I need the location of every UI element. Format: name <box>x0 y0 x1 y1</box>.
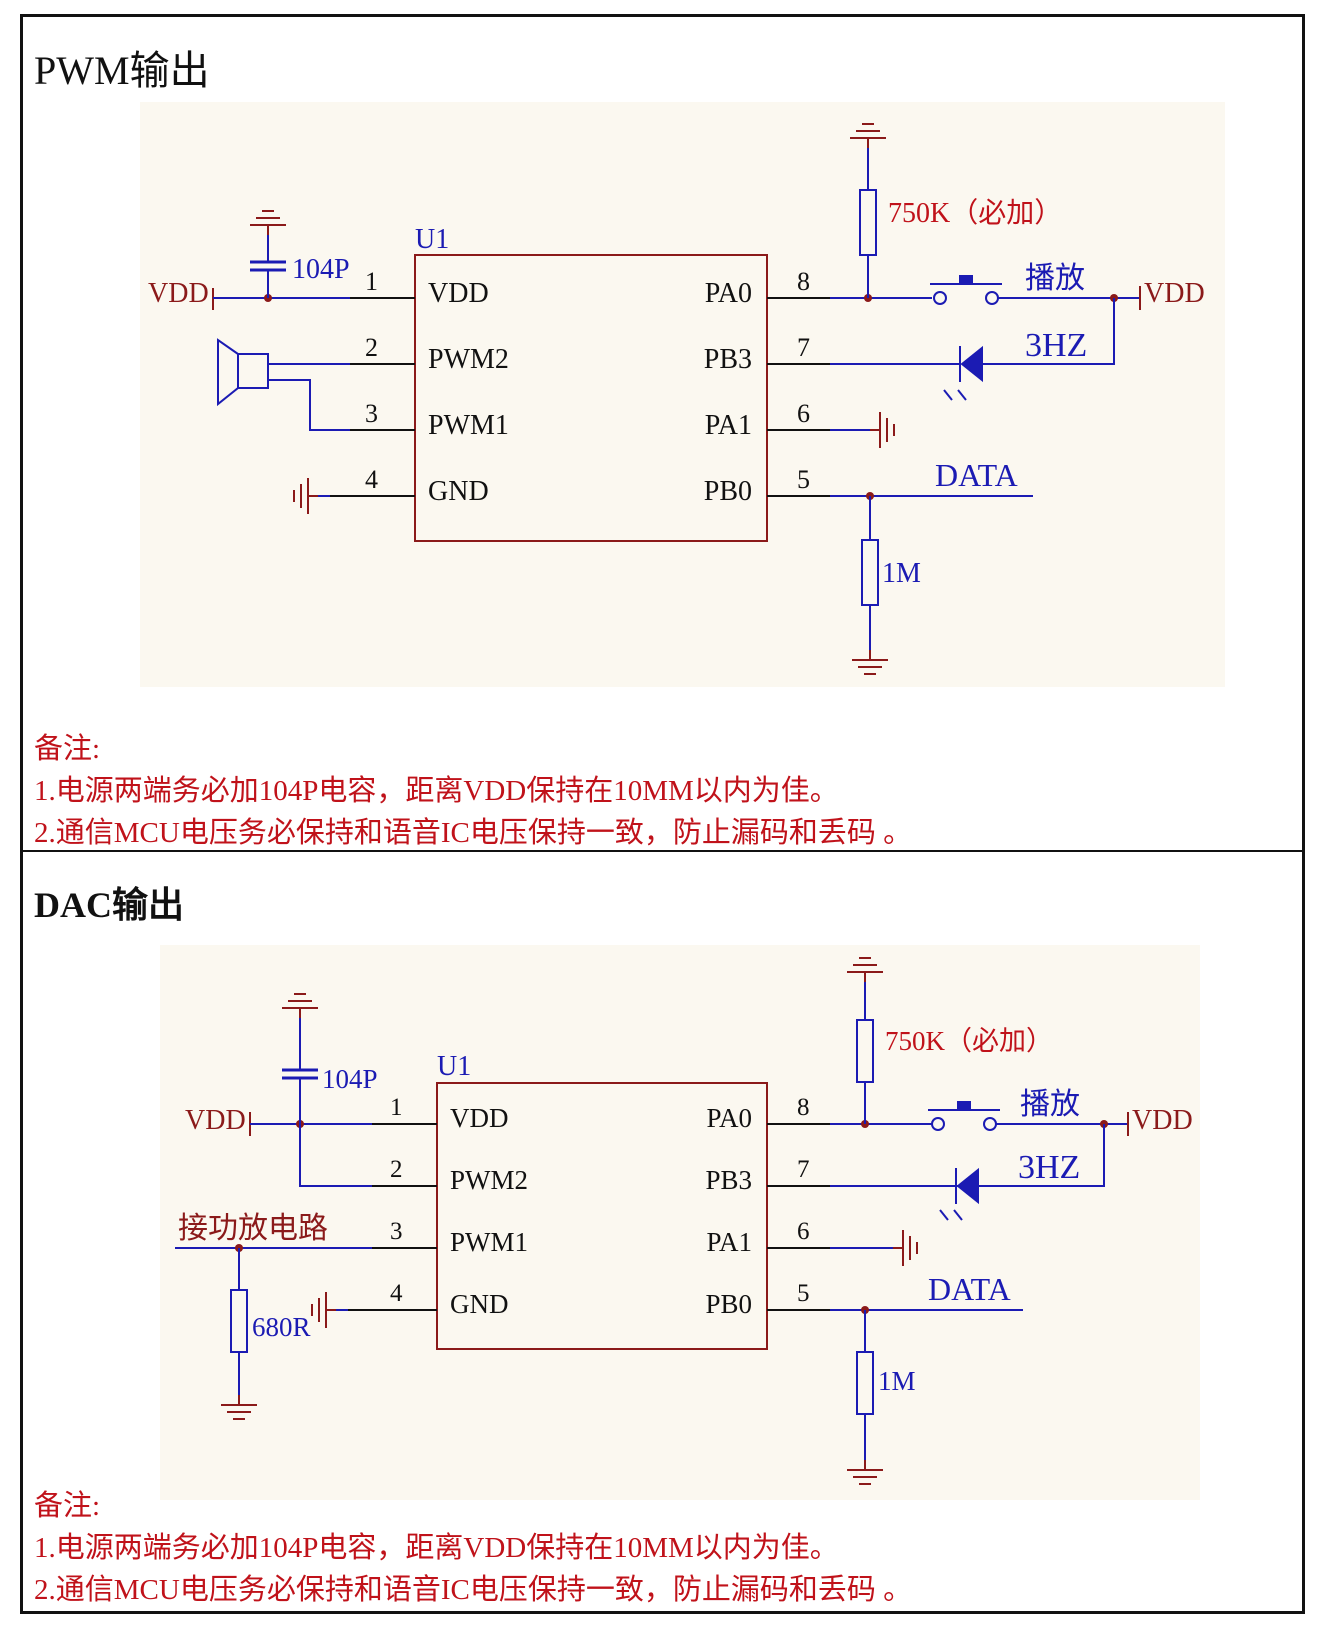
schematic-panel <box>160 945 1200 1500</box>
pwm-schematic: U1 VDD PWM2 PWM1 GND 1 2 3 4 PA0 PB3 PA1… <box>140 102 1225 687</box>
r-amp-label: 680R <box>252 1312 311 1342</box>
r-data-label: 1M <box>878 1366 916 1396</box>
outer-frame <box>20 14 1305 1614</box>
pin-name: GND <box>428 476 489 507</box>
data-label: DATA <box>928 1271 1011 1307</box>
chip-ref: U1 <box>415 224 449 255</box>
pin-name: VDD <box>428 278 489 309</box>
note-line: 2.通信MCU电压务必保持和语音IC电压保持一致，防止漏码和丢码 。 <box>34 1574 913 1606</box>
pin-number: 3 <box>365 399 378 428</box>
pin-number: 4 <box>390 1280 403 1307</box>
pin-number: 6 <box>797 399 810 428</box>
led-label: 3HZ <box>1025 327 1087 364</box>
pin-number: 7 <box>797 333 810 362</box>
vdd-label: VDD <box>1144 278 1205 309</box>
pin-number: 8 <box>797 1094 810 1121</box>
switch-label: 播放 <box>1020 1088 1080 1121</box>
note-line: 1.电源两端务必加104P电容，距离VDD保持在10MM以内为佳。 <box>34 1532 839 1564</box>
pin-name: PA1 <box>705 410 752 441</box>
dac-schematic: U1 VDD PWM2 PWM1 GND 1 2 3 4 PA0 PB3 PA1… <box>160 945 1200 1500</box>
pin-name: PB0 <box>705 1289 752 1319</box>
pin-number: 3 <box>390 1218 403 1245</box>
speaker-icon <box>217 338 350 431</box>
r-data-label: 1M <box>882 558 921 589</box>
note-heading: 备注: <box>34 1490 101 1522</box>
cap-label: 104P <box>322 1064 378 1094</box>
vdd-label: VDD <box>148 278 209 309</box>
schematic-panel <box>140 102 1225 687</box>
note-line: 2.通信MCU电压务必保持和语音IC电压保持一致，防止漏码和丢码 。 <box>34 817 913 849</box>
chip-u1 <box>414 254 768 542</box>
dac-section-title: DAC输出 <box>34 885 184 925</box>
note-heading: 备注: <box>34 733 101 765</box>
pin-number: 4 <box>365 465 378 494</box>
pushbutton-switch <box>930 275 1002 305</box>
chip-ref: U1 <box>437 1051 471 1082</box>
chip-u1 <box>436 1082 768 1350</box>
pin-number: 2 <box>365 333 378 362</box>
led-icon <box>939 1167 979 1221</box>
vdd-label: VDD <box>185 1105 246 1136</box>
pin-name: PWM2 <box>428 344 509 375</box>
pin-number: 2 <box>390 1156 403 1183</box>
pin-name: VDD <box>450 1103 509 1133</box>
pwm-section-title: PWM输出 <box>34 48 210 93</box>
pin-name: PWM1 <box>428 410 509 441</box>
led-label: 3HZ <box>1018 1149 1080 1186</box>
pin-name: GND <box>450 1289 509 1319</box>
section-divider <box>20 850 1305 852</box>
pin-name: PA0 <box>706 1103 752 1133</box>
r-pullup-label: 750K（必加） <box>885 1026 1053 1056</box>
pin-name: PB3 <box>704 344 752 375</box>
pin-number: 1 <box>365 267 378 296</box>
pin-number: 1 <box>390 1094 403 1121</box>
note-line: 1.电源两端务必加104P电容，距离VDD保持在10MM以内为佳。 <box>34 775 839 807</box>
pin-name: PA0 <box>705 278 752 309</box>
pushbutton-switch <box>928 1101 1000 1131</box>
pin-number: 5 <box>797 465 810 494</box>
pin-name: PB0 <box>704 476 752 507</box>
amp-label: 接功放电路 <box>178 1212 328 1245</box>
pin-name: PA1 <box>706 1227 752 1257</box>
switch-label: 播放 <box>1025 262 1085 295</box>
vdd-label: VDD <box>1132 1105 1193 1136</box>
pin-name: PWM1 <box>450 1227 528 1257</box>
data-label: DATA <box>935 457 1018 493</box>
pin-name: PWM2 <box>450 1165 528 1195</box>
pin-name: PB3 <box>705 1165 752 1195</box>
pin-number: 8 <box>797 267 810 296</box>
cap-label: 104P <box>292 254 350 285</box>
pin-number: 6 <box>797 1218 810 1245</box>
pin-number: 5 <box>797 1280 810 1307</box>
r-pullup-label: 750K（必加） <box>888 197 1062 229</box>
pin-number: 7 <box>797 1156 810 1183</box>
